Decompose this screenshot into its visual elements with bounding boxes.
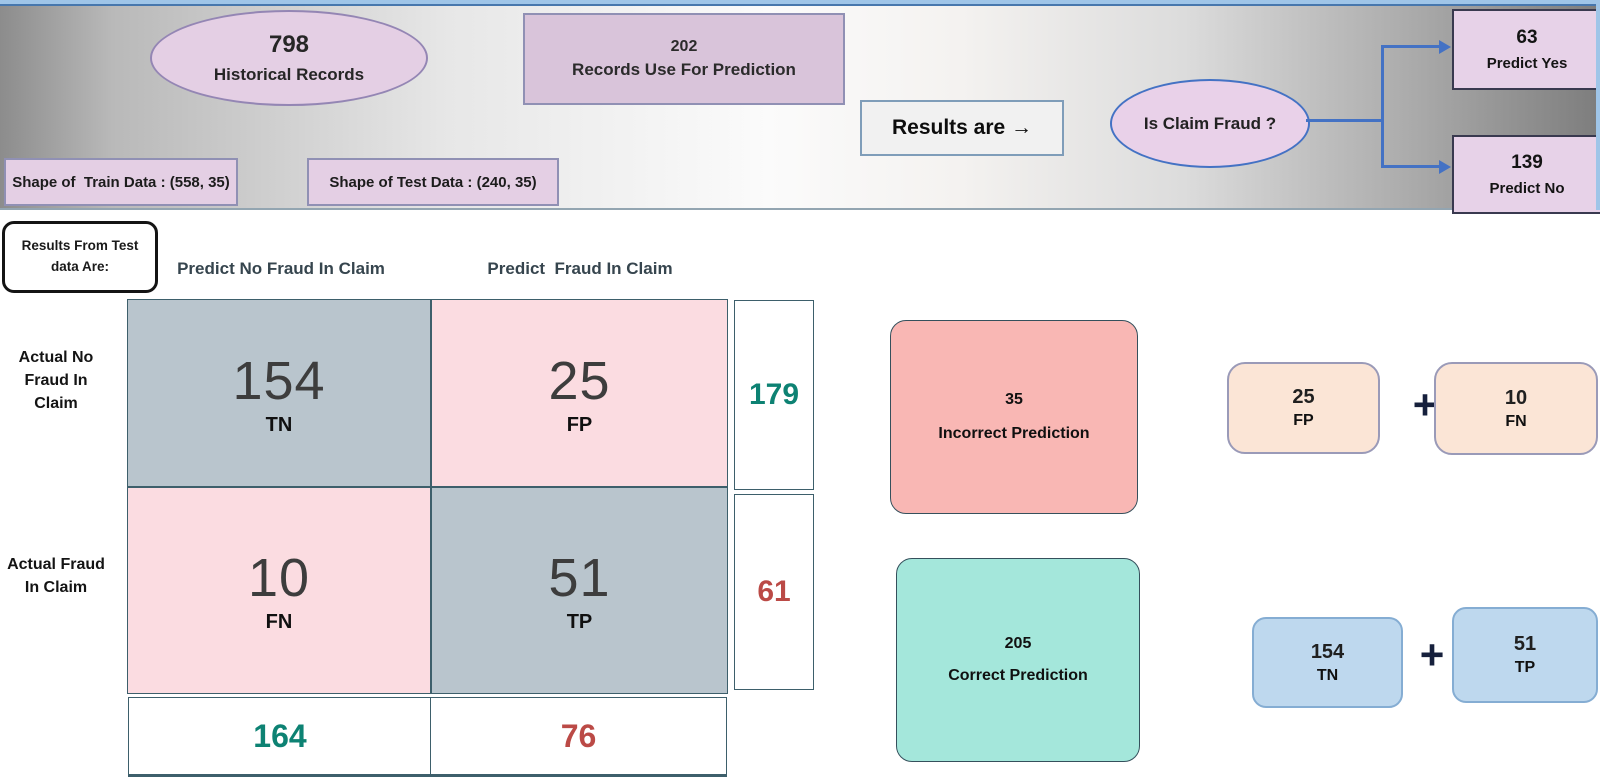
- predict-yes-value: 63: [1516, 27, 1538, 48]
- connector-arm-bottom: [1381, 165, 1441, 168]
- matrix-cell-tp: 51 TP: [432, 488, 727, 693]
- col-header-predict-yes: Predict Fraud In Claim: [487, 259, 673, 278]
- matrix-column-divider: [430, 299, 432, 694]
- train-shape-box: Shape of Train Data : (558, 35): [4, 158, 238, 206]
- results-are-box: Results are →: [860, 100, 1064, 156]
- summary-tp-label: TP: [1514, 659, 1536, 676]
- tp-value: 51: [548, 548, 611, 608]
- summary-fp-label: FP: [1293, 412, 1314, 429]
- matrix-frame: [127, 299, 728, 694]
- predict-yes-box: 63 Predict Yes: [1452, 9, 1600, 90]
- historical-records-label: Historical Records: [213, 65, 365, 84]
- col-total-predict-no: 164: [128, 697, 432, 777]
- matrix-cell-fn: 10 FN: [128, 488, 430, 693]
- row-header-actual-no: Actual No Fraud In Claim: [18, 349, 94, 413]
- plus-icon: +: [1412, 381, 1438, 428]
- summary-tp-value: 51: [1513, 633, 1537, 655]
- correct-prediction-label: Correct Prediction: [948, 667, 1088, 684]
- historical-records-value: 798: [268, 31, 310, 58]
- connector-arm-top: [1381, 45, 1441, 48]
- connector-horizontal: [1306, 119, 1382, 122]
- test-shape-box: Shape of Test Data : (240, 35): [307, 158, 559, 206]
- summary-tn-box: 154 TN: [1252, 617, 1403, 708]
- correct-prediction-box: 205 Correct Prediction: [896, 558, 1140, 762]
- fn-label: FN: [265, 611, 293, 633]
- predict-yes-label: Predict Yes: [1486, 55, 1568, 72]
- top-edge-line: [0, 4, 1600, 6]
- arrow-to-predict-no-icon: [1439, 160, 1451, 174]
- incorrect-prediction-value: 35: [1005, 391, 1023, 408]
- prediction-records-label: Records Use For Prediction: [572, 60, 796, 79]
- row-total-actual-no: 179: [734, 300, 814, 490]
- incorrect-prediction-label: Incorrect Prediction: [938, 425, 1090, 442]
- tn-label: TN: [265, 413, 293, 436]
- summary-fp-value: 25: [1292, 386, 1315, 408]
- plus-icon: +: [1419, 631, 1445, 678]
- results-from-test-callout: Results From Test data Are:: [2, 221, 158, 293]
- historical-records-ellipse: 798 Historical Records: [150, 10, 428, 106]
- fn-value: 10: [247, 548, 311, 608]
- summary-tn-value: 154: [1310, 640, 1345, 663]
- right-edge-strip: [1596, 0, 1600, 210]
- fp-value: 25: [548, 350, 611, 411]
- arrow-to-predict-yes-icon: [1439, 40, 1451, 54]
- summary-tn-label: TN: [1316, 666, 1339, 684]
- prediction-records-value: 202: [670, 38, 698, 55]
- top-banner: 798 Historical Records 202 Records Use F…: [0, 0, 1600, 214]
- matrix-row-divider: [127, 486, 728, 488]
- incorrect-prediction-box: 35 Incorrect Prediction: [890, 320, 1138, 514]
- summary-fn-value: 10: [1504, 386, 1528, 409]
- prediction-records-box: 202 Records Use For Prediction: [523, 13, 845, 105]
- fp-label: FP: [566, 413, 593, 436]
- col-total-predict-yes: 76: [430, 697, 727, 777]
- is-claim-fraud-ellipse: Is Claim Fraud ?: [1110, 79, 1310, 168]
- row-total-actual-yes: 61: [734, 494, 814, 690]
- matrix-cell-tn: 154 TN: [128, 300, 430, 486]
- connector-vertical: [1381, 45, 1384, 168]
- correct-prediction-value: 205: [1004, 635, 1032, 652]
- tn-value: 154: [232, 350, 326, 411]
- summary-fn-label: FN: [1505, 412, 1527, 430]
- predict-no-box: 139 Predict No: [1452, 135, 1600, 214]
- predict-no-value: 139: [1511, 152, 1543, 173]
- results-from-test-line2: data Are:: [50, 259, 109, 274]
- col-header-predict-no: Predict No Fraud In Claim: [177, 259, 385, 278]
- tp-label: TP: [566, 611, 593, 633]
- top-edge-strip: [0, 0, 1600, 4]
- summary-tp-box: 51 TP: [1452, 607, 1598, 703]
- summary-fp-box: 25 FP: [1227, 362, 1380, 454]
- matrix-cell-fp: 25 FP: [432, 300, 727, 486]
- row-header-actual-yes: Actual Fraud In Claim: [7, 556, 105, 597]
- results-from-test-line1: Results From Test: [21, 238, 139, 254]
- predict-no-label: Predict No: [1489, 180, 1565, 197]
- summary-fn-box: 10 FN: [1434, 362, 1598, 455]
